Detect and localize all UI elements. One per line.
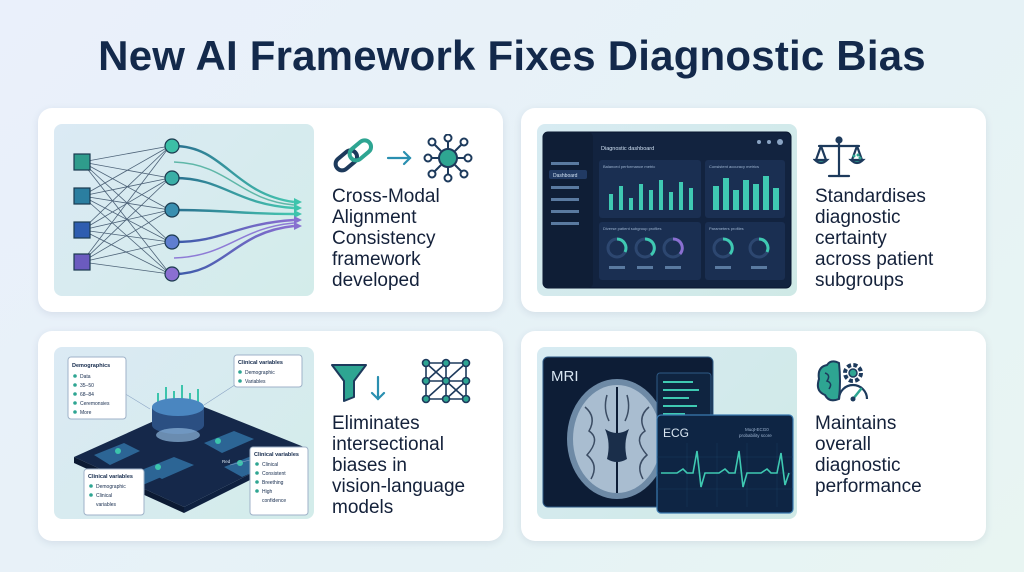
svg-text:High: High bbox=[262, 489, 273, 495]
svg-text:ECG: ECG bbox=[663, 426, 689, 440]
svg-text:variables: variables bbox=[96, 502, 117, 508]
svg-text:Parameters profiles: Parameters profiles bbox=[709, 226, 744, 231]
scales-icon bbox=[812, 136, 866, 178]
svg-text:Clinical: Clinical bbox=[262, 462, 278, 468]
svg-text:Demographic: Demographic bbox=[245, 370, 275, 376]
card4-icons bbox=[813, 357, 973, 407]
svg-text:More: More bbox=[80, 410, 92, 416]
svg-text:Diverse patient subgroup profi: Diverse patient subgroup profiles bbox=[603, 226, 661, 231]
svg-text:35–50: 35–50 bbox=[80, 383, 94, 389]
arrow-right-icon bbox=[386, 150, 412, 166]
svg-text:Clinical variables: Clinical variables bbox=[88, 474, 133, 480]
svg-text:Dashboard: Dashboard bbox=[553, 173, 578, 179]
card2-icons bbox=[812, 134, 973, 184]
card3-icons bbox=[330, 357, 490, 407]
svg-text:Red: Red bbox=[222, 459, 231, 464]
svg-text:Data: Data bbox=[80, 374, 91, 380]
brain-gear-icon bbox=[816, 360, 869, 402]
svg-text:Consistent: Consistent bbox=[262, 471, 286, 477]
card-standardises: Dashboard Diagnostic dashboard Balanced … bbox=[521, 108, 986, 312]
card1-icons bbox=[330, 133, 490, 184]
svg-text:Breething: Breething bbox=[262, 480, 284, 486]
svg-text:Clinical variables: Clinical variables bbox=[254, 452, 299, 458]
dashboard-illustration: Dashboard Diagnostic dashboard Balanced … bbox=[537, 124, 797, 296]
arrow-down-icon bbox=[370, 375, 386, 401]
funnel-icon bbox=[331, 364, 367, 402]
mri-ecg-illustration: MRI ECG Muqt-ECG0 probability score bbox=[537, 347, 797, 519]
svg-text:Ceremonsies: Ceremonsies bbox=[80, 401, 110, 407]
svg-text:Diagnostic dashboard: Diagnostic dashboard bbox=[601, 146, 654, 152]
card-maintains: MRI ECG Muqt-ECG0 probability score bbox=[521, 331, 986, 541]
page-title: New AI Framework Fixes Diagnostic Bias bbox=[98, 32, 926, 79]
link-icon bbox=[333, 138, 374, 173]
svg-text:confidence: confidence bbox=[262, 498, 286, 504]
svg-text:Variables: Variables bbox=[245, 379, 266, 385]
svg-text:Demographics: Demographics bbox=[72, 363, 110, 369]
svg-text:MRI: MRI bbox=[551, 368, 579, 385]
network-icon bbox=[421, 358, 471, 404]
svg-text:Clinical variables: Clinical variables bbox=[238, 360, 283, 366]
svg-text:Balanced performance metric: Balanced performance metric bbox=[603, 164, 655, 169]
svg-text:probability score: probability score bbox=[739, 433, 772, 438]
svg-text:Clinical: Clinical bbox=[96, 493, 112, 499]
neural-network-illustration bbox=[54, 124, 314, 296]
svg-text:Consistent accuracy metrics: Consistent accuracy metrics bbox=[709, 164, 759, 169]
svg-text:Demographic: Demographic bbox=[96, 484, 126, 490]
svg-text:68–84: 68–84 bbox=[80, 392, 94, 398]
svg-text:Muqt-ECG0: Muqt-ECG0 bbox=[745, 427, 769, 432]
network-icon bbox=[423, 133, 473, 183]
